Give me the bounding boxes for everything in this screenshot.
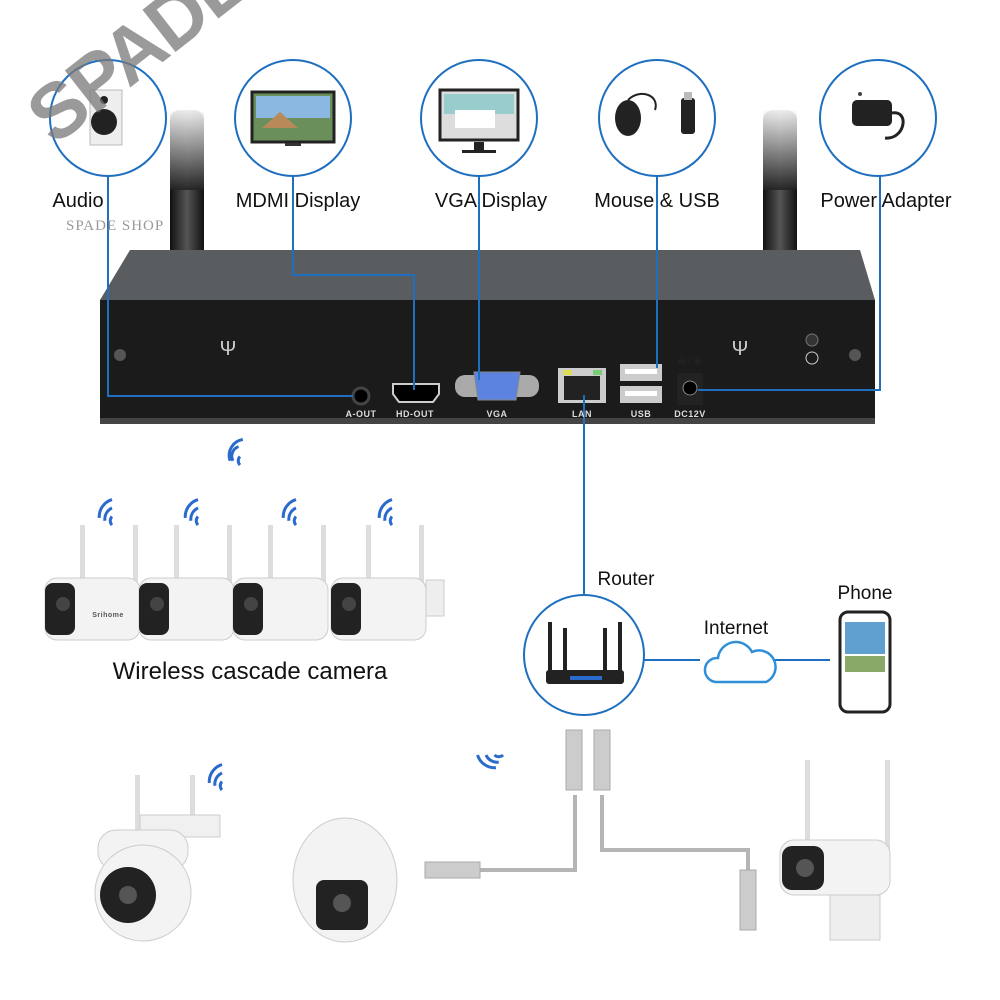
label-mouse-usb: Mouse & USB — [594, 190, 720, 212]
port-label-dc12v: DC12V — [674, 409, 706, 419]
port-label-vga: VGA — [486, 409, 508, 419]
svg-text:Ψ: Ψ — [732, 338, 749, 360]
cloud-icon — [703, 640, 777, 684]
label-power-adapter: Power Adapter — [820, 190, 952, 212]
dc-polarity-symbol: ⊖◐⊕ — [677, 356, 703, 367]
dome-camera — [292, 817, 398, 943]
label-cascade-cameras: Wireless cascade camera — [112, 658, 388, 685]
hdmi-port — [392, 383, 440, 403]
watermark-shop: SPADE SHOP — [66, 218, 165, 234]
wired-bullet-camera — [779, 760, 891, 941]
speaker-icon — [89, 89, 123, 146]
nvr-front — [100, 300, 875, 420]
label-router: Router — [597, 569, 655, 590]
svg-text:Ψ: Ψ — [220, 338, 237, 360]
mouse-usb-icon — [615, 92, 695, 136]
label-internet: Internet — [703, 618, 769, 639]
port-label-aout: A-OUT — [345, 409, 377, 419]
port-label-lan: LAN — [572, 409, 592, 419]
label-vga-display: VGA Display — [434, 190, 548, 212]
rj45-connectors — [424, 729, 757, 931]
mouse-usb-circle — [598, 59, 716, 177]
aout-port — [351, 386, 371, 406]
router-circle — [523, 594, 645, 716]
ptz-camera — [94, 775, 221, 942]
wifi-icons — [97, 438, 505, 792]
nvr-top — [100, 250, 875, 300]
phone-icon — [838, 610, 892, 714]
label-audio: Audio — [52, 190, 104, 212]
cascade-cameras — [44, 525, 445, 641]
camera-brand: Srihome — [92, 612, 124, 619]
connection-lines — [107, 176, 881, 661]
port-label-usb: USB — [630, 409, 652, 419]
label-phone: Phone — [837, 583, 893, 604]
tv-icon — [250, 90, 336, 146]
port-label-hdout: HD-OUT — [396, 409, 434, 419]
monitor-icon — [438, 88, 520, 153]
router-icon — [546, 622, 624, 684]
power-adapter-icon — [852, 92, 905, 140]
ethernet-cables — [480, 795, 750, 872]
label-hdmi-display: MDMI Display — [235, 190, 361, 212]
